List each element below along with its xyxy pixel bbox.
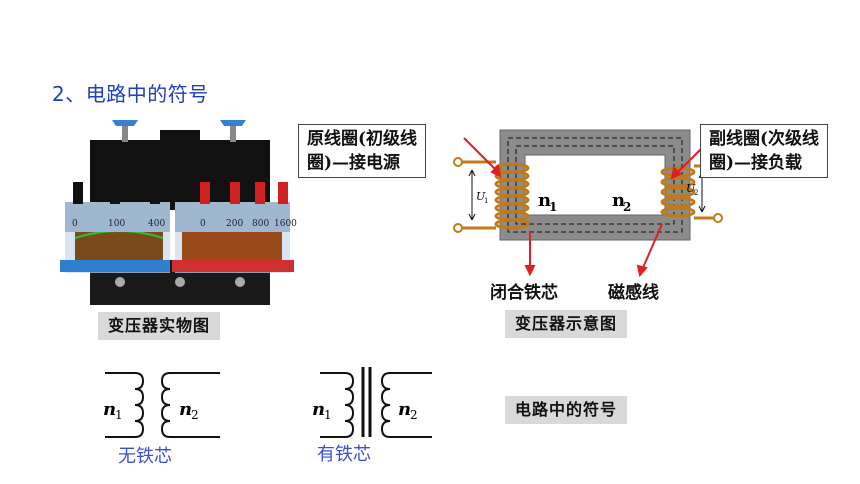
with-core-n2: n [398,399,411,420]
primary-callout-line: 圈)—接电源 [307,153,401,173]
flux-lines-label: 磁感线 [608,283,659,303]
schematic-caption: 变压器示意图 [505,310,628,338]
terminal-label: 200 [226,219,243,229]
u2-label: U [686,182,696,195]
primary-callout-line: 原线圈(初级线 [307,129,418,149]
terminal-label: 0 [72,219,78,229]
secondary-callout-line: 圈)—接负载 [709,153,803,173]
u1-label: U [476,190,486,203]
n1-subscript: 1 [549,200,557,214]
no-core-n1-subscript: 1 [115,408,123,422]
secondary-coil-callout: 副线圈(次级线 圈)—接负载 [700,124,829,178]
with-core-label: 有铁芯 [317,444,371,465]
with-core-n2-subscript: 2 [410,408,418,422]
symbol-no-core: n 1 n 2 [103,372,220,438]
u1-subscript: 1 [484,197,488,205]
u2-subscript: 2 [694,189,698,197]
secondary-callout-line: 副线圈(次级线 [709,129,820,149]
symbol-with-core: n 1 n 2 [312,367,432,438]
terminal-label: 0 [200,219,206,229]
flux-line [515,145,675,225]
photo-yoke [90,130,270,210]
no-core-n2-subscript: 2 [191,408,199,422]
arrow-flux [641,223,663,271]
primary-coil-callout: 原线圈(初级线 圈)—接电源 [298,124,427,178]
no-core-n2: n [179,399,192,420]
terminal-label: 100 [108,219,125,229]
photo-caption: 变压器实物图 [98,312,221,340]
n2-label: n [612,190,625,211]
n2-subscript: 2 [623,200,631,214]
with-core-n1: n [312,399,325,420]
arrow-primary [463,137,499,173]
n1-label: n [538,190,551,211]
closed-core-label: 闭合铁芯 [490,283,558,303]
no-core-n1: n [103,399,116,420]
terminal-label: 800 [252,219,269,229]
no-core-label: 无铁芯 [118,446,172,467]
terminal-label: 1600 [274,219,297,229]
section-heading: 2、电路中的符号 [52,82,209,106]
with-core-n1-subscript: 1 [324,408,332,422]
symbols-caption: 电路中的符号 [505,396,628,424]
terminal-label: 400 [148,219,165,229]
transformer-photo: 0 100 400 0 200 800 1600 [60,120,297,305]
